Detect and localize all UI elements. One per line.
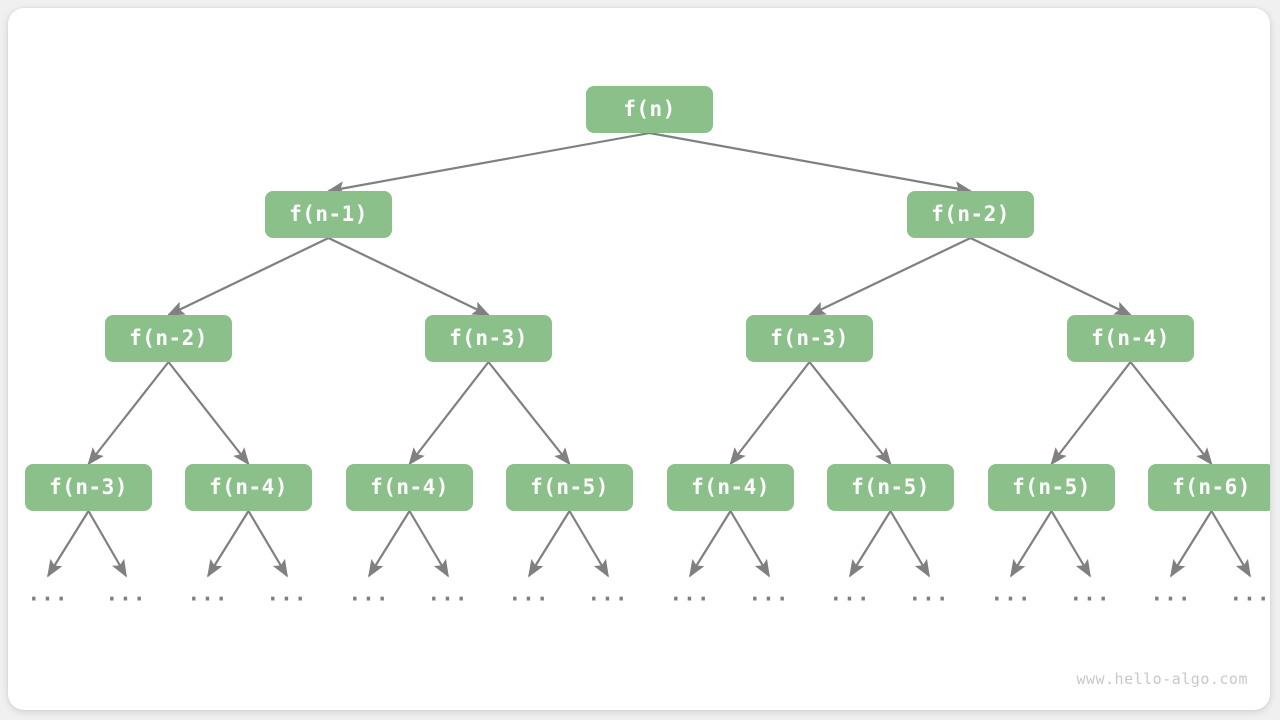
ellipsis-marker: ... <box>187 581 229 606</box>
tree-leaf-edge <box>247 510 288 578</box>
tree-node-label: f(n-3) <box>49 475 128 499</box>
tree-node-label: f(n-3) <box>449 326 528 350</box>
tree-edge <box>87 361 170 466</box>
ellipsis-marker: ... <box>990 581 1032 606</box>
tree-node: f(n-5) <box>988 464 1115 511</box>
tree-leaf-edge <box>1050 510 1091 578</box>
tree-leaf-edge <box>47 510 90 578</box>
tree-node-label: f(n-2) <box>931 202 1010 226</box>
tree-node-label: f(n-4) <box>209 475 288 499</box>
tree-leaf-edge <box>408 510 449 578</box>
tree-node: f(n) <box>586 86 713 133</box>
tree-node-label: f(n) <box>623 97 676 121</box>
tree-leaf-edge <box>87 510 127 578</box>
tree-node: f(n-4) <box>346 464 473 511</box>
tree-node-label: f(n-4) <box>1091 326 1170 350</box>
tree-node: f(n-3) <box>25 464 152 511</box>
tree-node-label: f(n-5) <box>530 475 609 499</box>
tree-leaf-edge <box>528 510 571 578</box>
tree-leaf-edge <box>689 510 732 578</box>
ellipsis-marker: ... <box>105 581 147 606</box>
ellipsis-marker: ... <box>1069 581 1111 606</box>
tree-edge <box>328 237 491 316</box>
tree-edge <box>807 237 971 316</box>
ellipsis-marker: ... <box>508 581 550 606</box>
tree-leaf-edge <box>368 510 411 578</box>
tree-edge <box>729 361 811 466</box>
tree-node: f(n-4) <box>1067 315 1194 362</box>
tree-node-label: f(n-6) <box>1172 475 1251 499</box>
tree-leaf-edge <box>568 510 609 578</box>
tree-node-label: f(n-4) <box>691 475 770 499</box>
tree-edge <box>649 131 973 196</box>
tree-leaf-edge <box>889 510 930 578</box>
tree-node: f(n-5) <box>506 464 633 511</box>
tree-edge <box>167 361 250 466</box>
tree-leaf-edge <box>849 510 892 578</box>
tree-node: f(n-2) <box>105 315 232 362</box>
ellipsis-marker: ... <box>1229 581 1270 606</box>
tree-leaf-edge <box>1210 510 1251 578</box>
diagram-card: f(n) f(n-1) f(n-2) f(n-2) f(n-3) f(n-3) f(n-4)… <box>8 8 1270 710</box>
tree-node: f(n-3) <box>746 315 873 362</box>
ellipsis-marker: ... <box>27 581 69 606</box>
tree-leaf-edge <box>729 510 770 578</box>
ellipsis-marker: ... <box>829 581 871 606</box>
watermark: www.hello-algo.com <box>1076 670 1248 688</box>
tree-edge <box>166 237 329 316</box>
ellipsis-marker: ... <box>908 581 950 606</box>
ellipsis-marker: ... <box>748 581 790 606</box>
ellipsis-marker: ... <box>587 581 629 606</box>
tree-leaf-edge <box>1170 510 1213 578</box>
tree-node-label: f(n-5) <box>851 475 930 499</box>
tree-leaf-edge <box>1010 510 1053 578</box>
tree-edge <box>970 237 1133 316</box>
tree-edge <box>1050 361 1132 466</box>
ellipsis-marker: ... <box>266 581 308 606</box>
ellipsis-marker: ... <box>1150 581 1192 606</box>
tree-node: f(n-4) <box>667 464 794 511</box>
tree-node: f(n-5) <box>827 464 954 511</box>
tree-node-label: f(n-4) <box>370 475 449 499</box>
tree-node-label: f(n-2) <box>129 326 208 350</box>
tree-edge <box>487 361 571 466</box>
tree-node-label: f(n-5) <box>1012 475 1091 499</box>
tree-edge <box>408 361 490 466</box>
tree-node: f(n-3) <box>425 315 552 362</box>
ellipsis-marker: ... <box>669 581 711 606</box>
tree-edge <box>326 131 650 196</box>
tree-leaf-edge <box>207 510 250 578</box>
tree-node: f(n-2) <box>907 191 1034 238</box>
tree-node-label: f(n-3) <box>770 326 849 350</box>
ellipsis-marker: ... <box>348 581 390 606</box>
tree-edge <box>808 361 892 466</box>
tree-node: f(n-4) <box>185 464 312 511</box>
ellipsis-marker: ... <box>427 581 469 606</box>
tree-node: f(n-6) <box>1148 464 1270 511</box>
tree-node-label: f(n-1) <box>289 202 368 226</box>
tree-edge <box>1129 361 1213 466</box>
tree-node: f(n-1) <box>265 191 392 238</box>
